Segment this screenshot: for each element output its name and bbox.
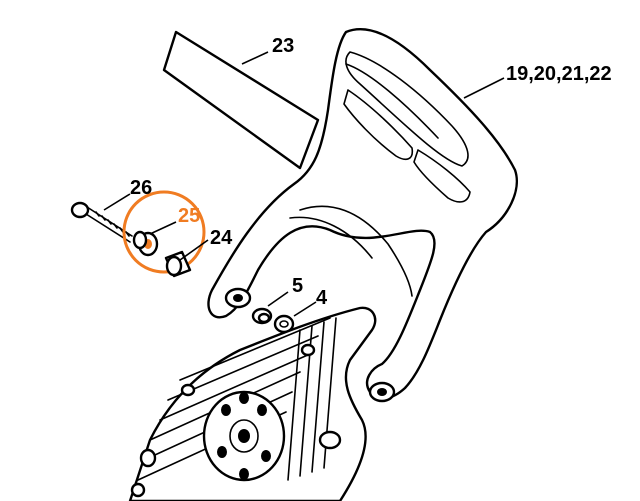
leader-26 [103,193,131,211]
leader-24 [179,239,209,261]
part-23-decal [162,30,320,170]
part-25-bushing [122,190,206,274]
leader-4 [293,301,317,317]
label-5: 5 [292,275,303,297]
label-23: 23 [272,35,294,57]
part-19-22-hand-guard [207,28,518,403]
engine-housing [128,306,377,501]
label-25: 25 [178,205,200,227]
part-4-washer [273,314,295,334]
label-19-22: 19,20,21,22 [506,63,612,85]
leader-23 [241,51,269,65]
label-26: 26 [130,177,152,199]
leader-lines [103,51,505,317]
label-4: 4 [316,287,328,309]
label-24: 24 [210,227,233,249]
leader-5 [267,291,289,307]
leader-19-22 [463,77,505,99]
leader-25 [149,221,177,235]
part-5-stud [251,307,273,325]
